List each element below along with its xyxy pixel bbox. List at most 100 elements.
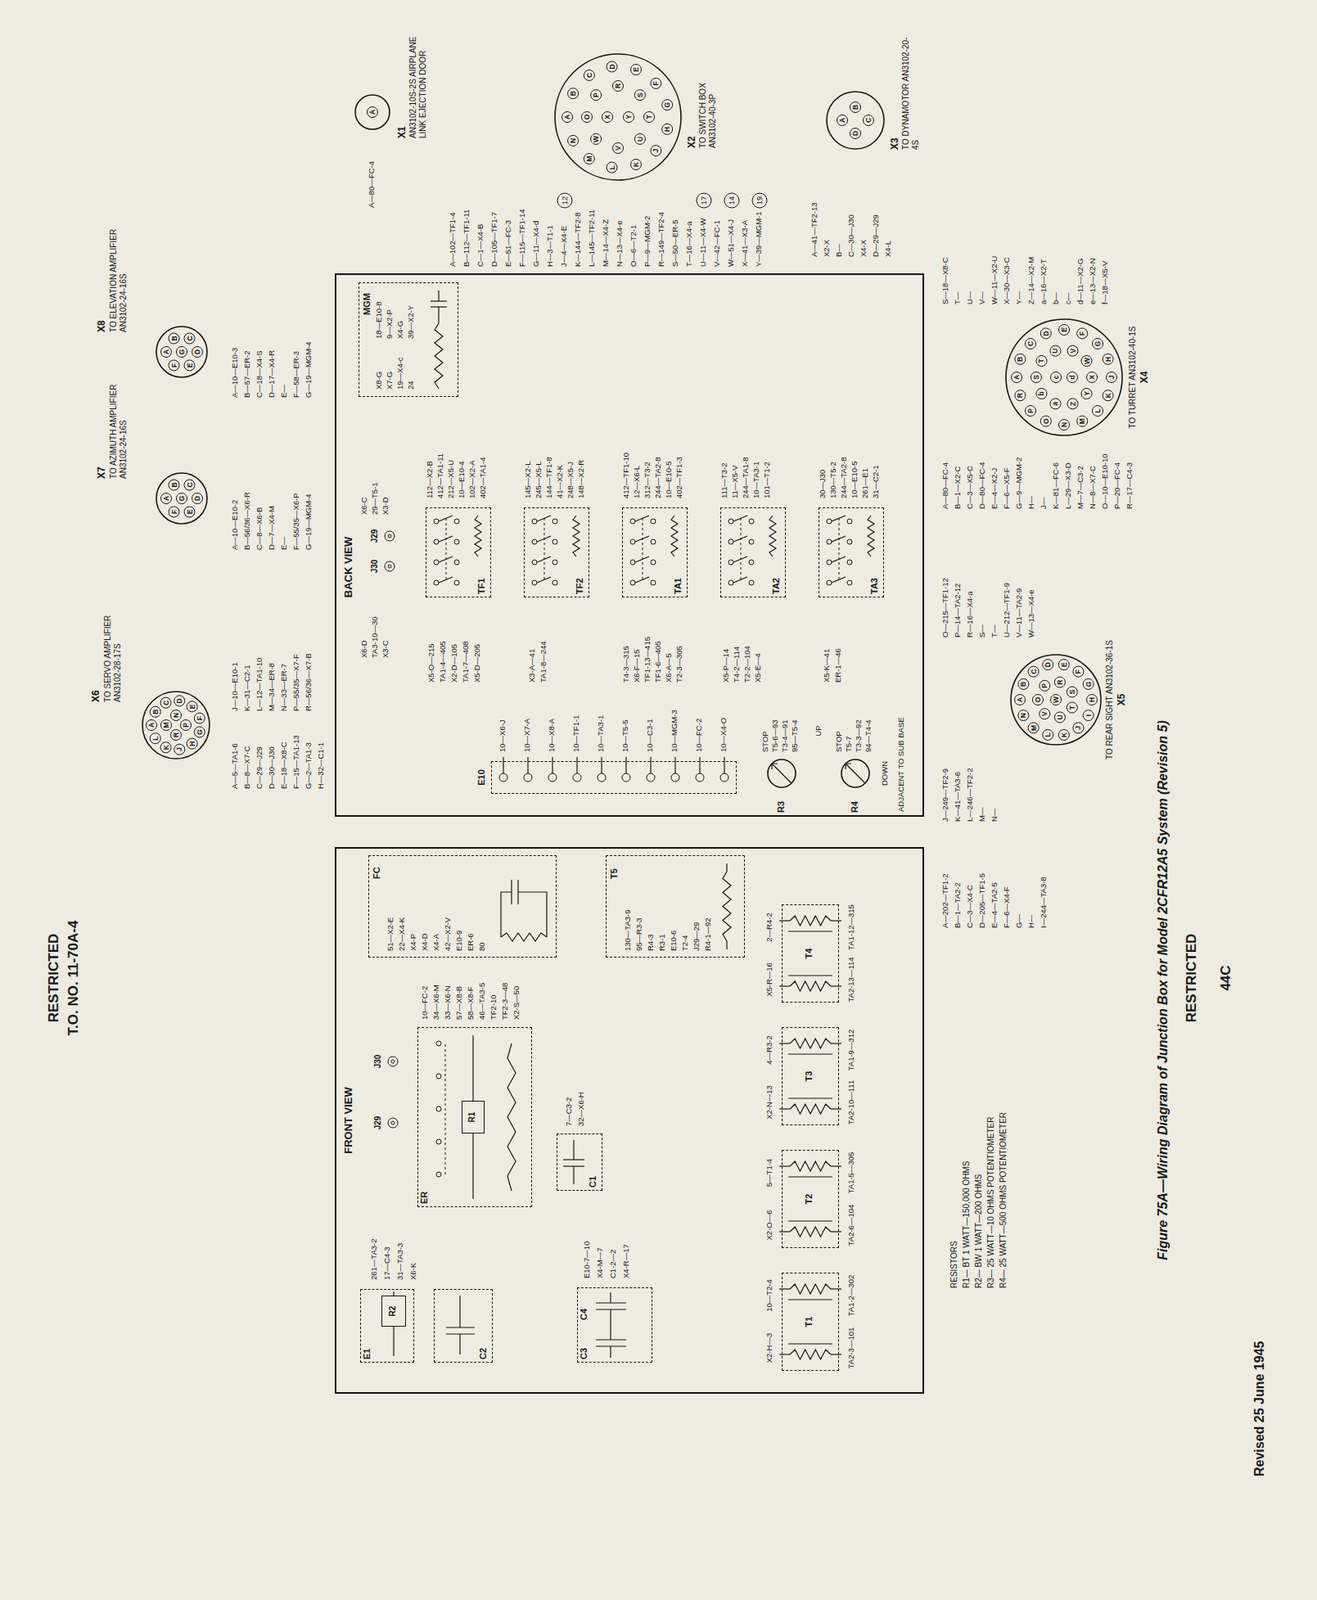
component-name: R2 [387, 1295, 398, 1327]
pin-letter: B [852, 103, 860, 111]
terminal-label: X2-H—3 [765, 1332, 775, 1364]
pin-assignment: d—11—X2-G [1076, 257, 1086, 306]
callout-circle [724, 193, 740, 208]
pin-socket [634, 133, 645, 145]
terminal-symbol [630, 539, 636, 545]
pin-letter: O [1034, 696, 1042, 704]
pin-assignment: J—249—TF2-9 [941, 767, 951, 823]
connector-shell [767, 759, 796, 788]
pin-assignment: E— [279, 383, 289, 399]
connector-outline [766, 758, 797, 789]
pin-socket [1081, 356, 1092, 367]
pin-socket [1040, 415, 1051, 427]
pin-socket [1011, 372, 1023, 384]
pin-letter: H [188, 740, 196, 748]
pin-letter: R [172, 731, 181, 739]
pin-assignment: F—58—ER-3 [292, 350, 302, 399]
pin-assignment: X—30—X3-C [1002, 256, 1012, 306]
pin-socket [1066, 686, 1078, 698]
terminal-label: TA2-3—101 [847, 1326, 857, 1371]
pin-assignment: 39—X2-Y [406, 304, 416, 340]
terminal-symbol [622, 773, 631, 782]
pin-assignment: TF1-6—405 [653, 640, 664, 684]
pin-assignment: f—18—X5-V [1100, 260, 1110, 306]
pin-assignment: 244—TA2-8 [839, 455, 849, 500]
pin-assignment: C—30—J30 [847, 213, 857, 258]
pin-assignment: E— [279, 536, 289, 551]
pin-socket [863, 115, 875, 127]
pin-assignment: X6-K [409, 1262, 419, 1281]
pin-assignment: T3-3—92 [854, 718, 864, 754]
pin-socket [1036, 387, 1047, 399]
pin-assignment: 42—X2-V [443, 916, 453, 952]
pin-letter: S [1068, 689, 1076, 696]
pin-assignment: X4-P [409, 933, 419, 952]
terminal-symbol [532, 580, 537, 586]
pin-letter: R [1055, 678, 1064, 686]
pin-assignment: 18—E10-8 [374, 301, 384, 340]
pin-assignment: TF1-13—415 [643, 635, 653, 684]
pin-letter: S [635, 91, 644, 99]
terminal-label: TA2-13—114 [847, 956, 857, 1003]
pin-letter: C [1029, 668, 1038, 676]
wire-line [392, 1326, 394, 1357]
pin-assignment: TF2-10 [489, 993, 499, 1021]
component-name: TA3 [869, 561, 880, 595]
pin-assignment: G—9—MGM-2 [1014, 456, 1024, 510]
wire-line [609, 1309, 611, 1340]
pin-assignment: K—31—C2-1 [243, 664, 253, 713]
terminal-symbol [523, 773, 533, 782]
connector-shell [156, 326, 208, 378]
component-caption: TO DYNAMOTOR AN3102-20-4S [901, 35, 921, 150]
pin-letter: D [852, 130, 860, 137]
pin-assignment: S—50—ER-5 [671, 218, 681, 268]
pin-assignment: X3-D [381, 496, 391, 516]
pin-letter: L [1094, 407, 1102, 414]
pin-assignment: X6-C [360, 496, 370, 516]
wire-line [788, 1343, 833, 1345]
pin-letter: J [652, 148, 660, 154]
pin-assignment: X5-D—205 [473, 643, 483, 684]
pin-socket [161, 720, 172, 731]
terminal-symbol [650, 539, 656, 545]
pin-socket [850, 128, 862, 140]
wire-line [472, 1133, 474, 1200]
pin-socket [174, 695, 185, 707]
pin-socket [1031, 372, 1042, 384]
pin-assignment: 11—X5-V [730, 464, 740, 500]
terminal-symbol [532, 518, 537, 524]
pin-assignment: A—102—TF1-4 [448, 211, 458, 268]
terminal-symbol [433, 559, 439, 565]
component-name: T4 [803, 941, 815, 966]
pin-assignment: T4-2—114 [732, 645, 742, 684]
component-name: T3 [803, 1064, 815, 1089]
pin-socket [168, 506, 180, 518]
component-name: X3 [889, 117, 902, 150]
coil-symbol [789, 1104, 831, 1115]
wire-line [740, 515, 742, 580]
pin-letter: N [569, 137, 578, 145]
component-name: BACK VIEW [342, 522, 356, 613]
pin-letter: W [1052, 695, 1060, 704]
pin-assignment: R—16—X4-a [965, 590, 975, 640]
pin-assignment: e—13—X2-N [1088, 257, 1098, 307]
terminal-symbol [552, 518, 558, 524]
wire-line [445, 1043, 447, 1175]
wire-line [788, 1298, 833, 1300]
connector-shell [156, 473, 208, 524]
pin-assignment: F—15—TA1-13 [292, 734, 302, 790]
wire-line [551, 757, 553, 774]
pin-socket [662, 99, 673, 111]
pin-assignment: 312—T3-2 [643, 460, 653, 500]
pin-letter: G [663, 101, 672, 109]
pin-assignment: 94—T4-4 [864, 718, 874, 754]
pin-assignment: 10—X7-A [523, 717, 533, 754]
callout-circle [557, 193, 573, 208]
pin-socket [850, 102, 862, 113]
pin-assignment: 10—X6-J [498, 718, 508, 754]
pin-assignment: G—19—MGM-4 [304, 340, 314, 399]
pin-socket [176, 347, 188, 358]
pin-assignment: G— [1014, 913, 1024, 930]
pin-assignment: 402—TF1-3 [675, 455, 685, 500]
pin-letter: E [185, 362, 194, 370]
